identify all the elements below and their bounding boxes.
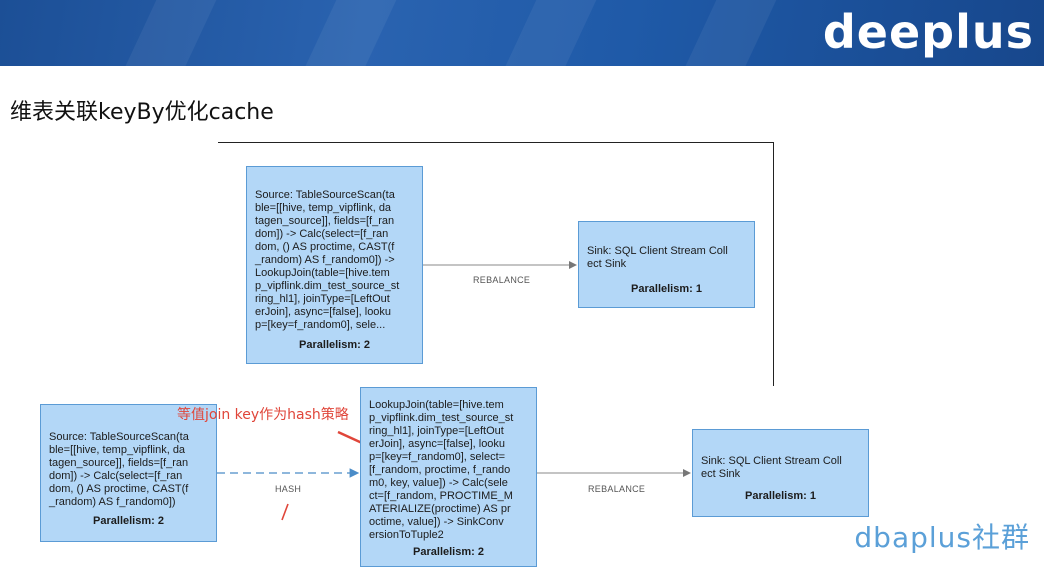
bottom-rebalance-label: REBALANCE	[588, 484, 646, 494]
bottom-lookup-node: LookupJoin(table=[hive.tem p_vipflink.di…	[360, 387, 537, 567]
top-sink-node: Sink: SQL Client Stream Coll ect Sink Pa…	[578, 221, 755, 308]
bottom-lookup-parallelism: Parallelism: 2	[413, 546, 484, 558]
bottom-source-text: Source: TableSourceScan(ta ble=[[hive, t…	[49, 431, 189, 508]
watermark: dbaplus社群	[854, 521, 1030, 554]
top-source-node: Source: TableSourceScan(ta ble=[[hive, t…	[246, 166, 423, 364]
bottom-sink-text: Sink: SQL Client Stream Coll ect Sink	[701, 455, 842, 480]
top-rebalance-label: REBALANCE	[473, 275, 531, 285]
annotation-arrow-small-hash	[281, 503, 289, 521]
brand-logo: deeplus	[822, 5, 1034, 59]
slide-title: 维表关联keyBy优化cache	[10, 100, 274, 125]
screenshot-frame-right	[773, 142, 774, 386]
bottom-lookup-text: LookupJoin(table=[hive.tem p_vipflink.di…	[369, 399, 514, 541]
top-source-parallelism: Parallelism: 2	[299, 339, 370, 351]
bottom-sink-node: Sink: SQL Client Stream Coll ect Sink Pa…	[692, 429, 869, 517]
top-sink-text: Sink: SQL Client Stream Coll ect Sink	[587, 245, 728, 270]
screenshot-frame-top	[218, 142, 774, 143]
bottom-source-parallelism: Parallelism: 2	[93, 515, 164, 527]
top-source-text: Source: TableSourceScan(ta ble=[[hive, t…	[255, 189, 400, 331]
hash-strategy-annotation: 等值join key作为hash策略	[177, 407, 349, 423]
bottom-source-node: Source: TableSourceScan(ta ble=[[hive, t…	[40, 404, 217, 542]
hash-label: HASH	[275, 484, 302, 494]
bottom-sink-parallelism: Parallelism: 1	[745, 490, 816, 502]
top-sink-parallelism: Parallelism: 1	[631, 283, 702, 295]
header-banner: deeplus	[0, 0, 1044, 66]
